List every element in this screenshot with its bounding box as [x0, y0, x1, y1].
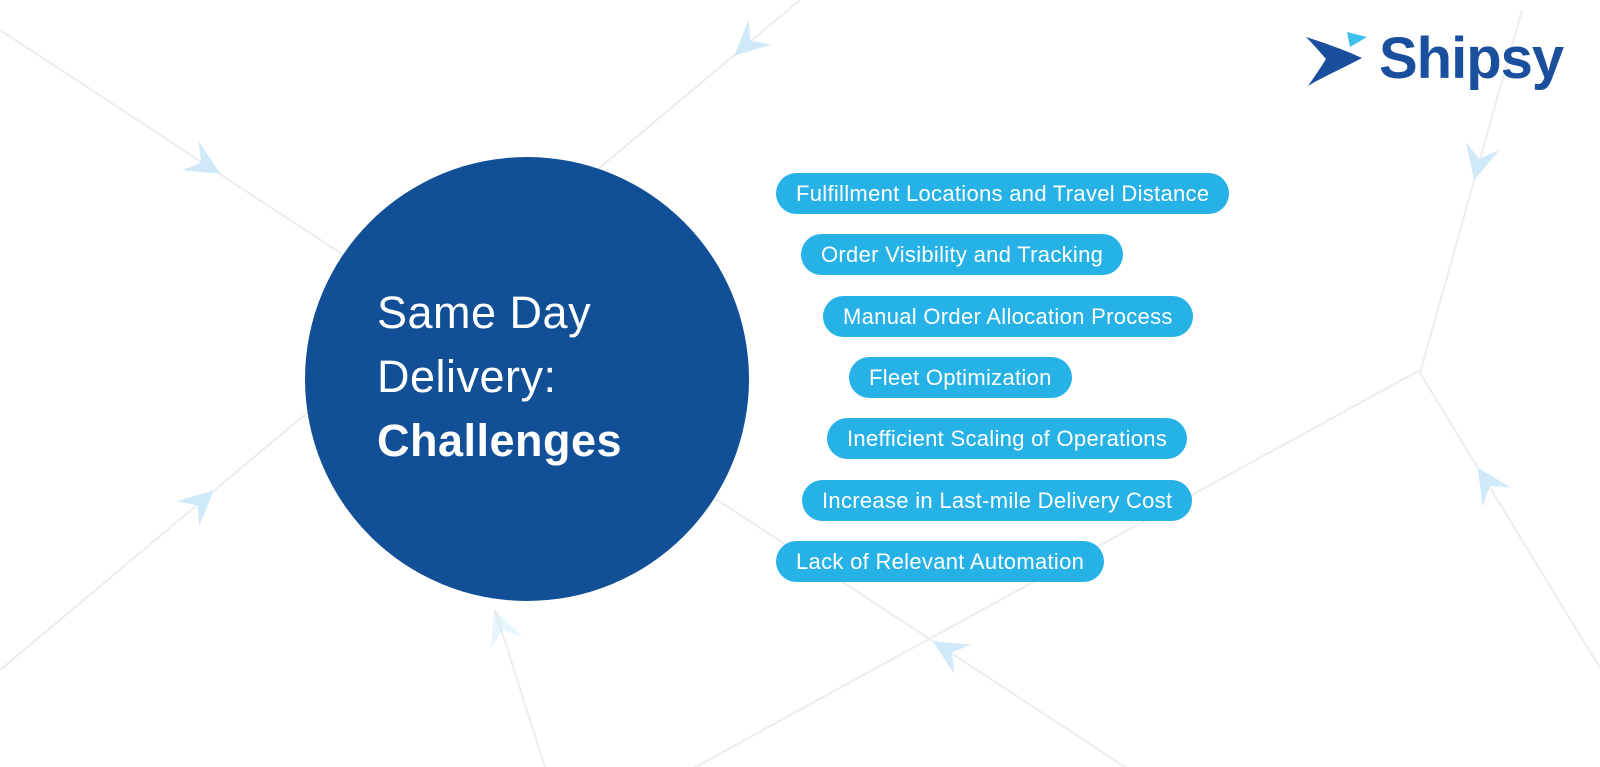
title-line-3: Challenges — [377, 415, 623, 466]
flight-arrow-icon — [181, 140, 221, 174]
title-line-1: Same Day — [377, 287, 592, 338]
title-circle: Same Day Delivery: Challenges — [305, 157, 749, 601]
challenge-pill: Lack of Relevant Automation — [776, 541, 1105, 582]
challenge-pill: Increase in Last-mile Delivery Cost — [802, 480, 1193, 521]
route-line — [494, 609, 546, 767]
flight-arrow-icon — [1477, 467, 1511, 507]
page-title: Same Day Delivery: Challenges — [377, 281, 622, 473]
flight-arrow-icon — [734, 19, 773, 56]
flight-arrow-icon — [490, 609, 523, 650]
challenge-pill: Fulfillment Locations and Travel Distanc… — [776, 173, 1230, 214]
challenge-pill: Manual Order Allocation Process — [823, 296, 1193, 337]
challenge-pill: Inefficient Scaling of Operations — [827, 418, 1188, 459]
flight-arrow-icon — [1466, 142, 1500, 181]
flight-arrow-icon — [932, 641, 972, 675]
shipsy-logo-mark-icon — [1306, 32, 1367, 86]
title-line-2: Delivery: — [377, 351, 557, 402]
challenge-pill: Fleet Optimization — [849, 357, 1072, 398]
route-line — [1419, 372, 1600, 669]
brand-logo: Shipsy — [1305, 26, 1564, 91]
flight-arrow-icon — [175, 490, 214, 527]
route-line — [1419, 9, 1523, 374]
challenge-pill: Order Visibility and Tracking — [801, 234, 1124, 275]
brand-logo-text: Shipsy — [1379, 26, 1564, 91]
